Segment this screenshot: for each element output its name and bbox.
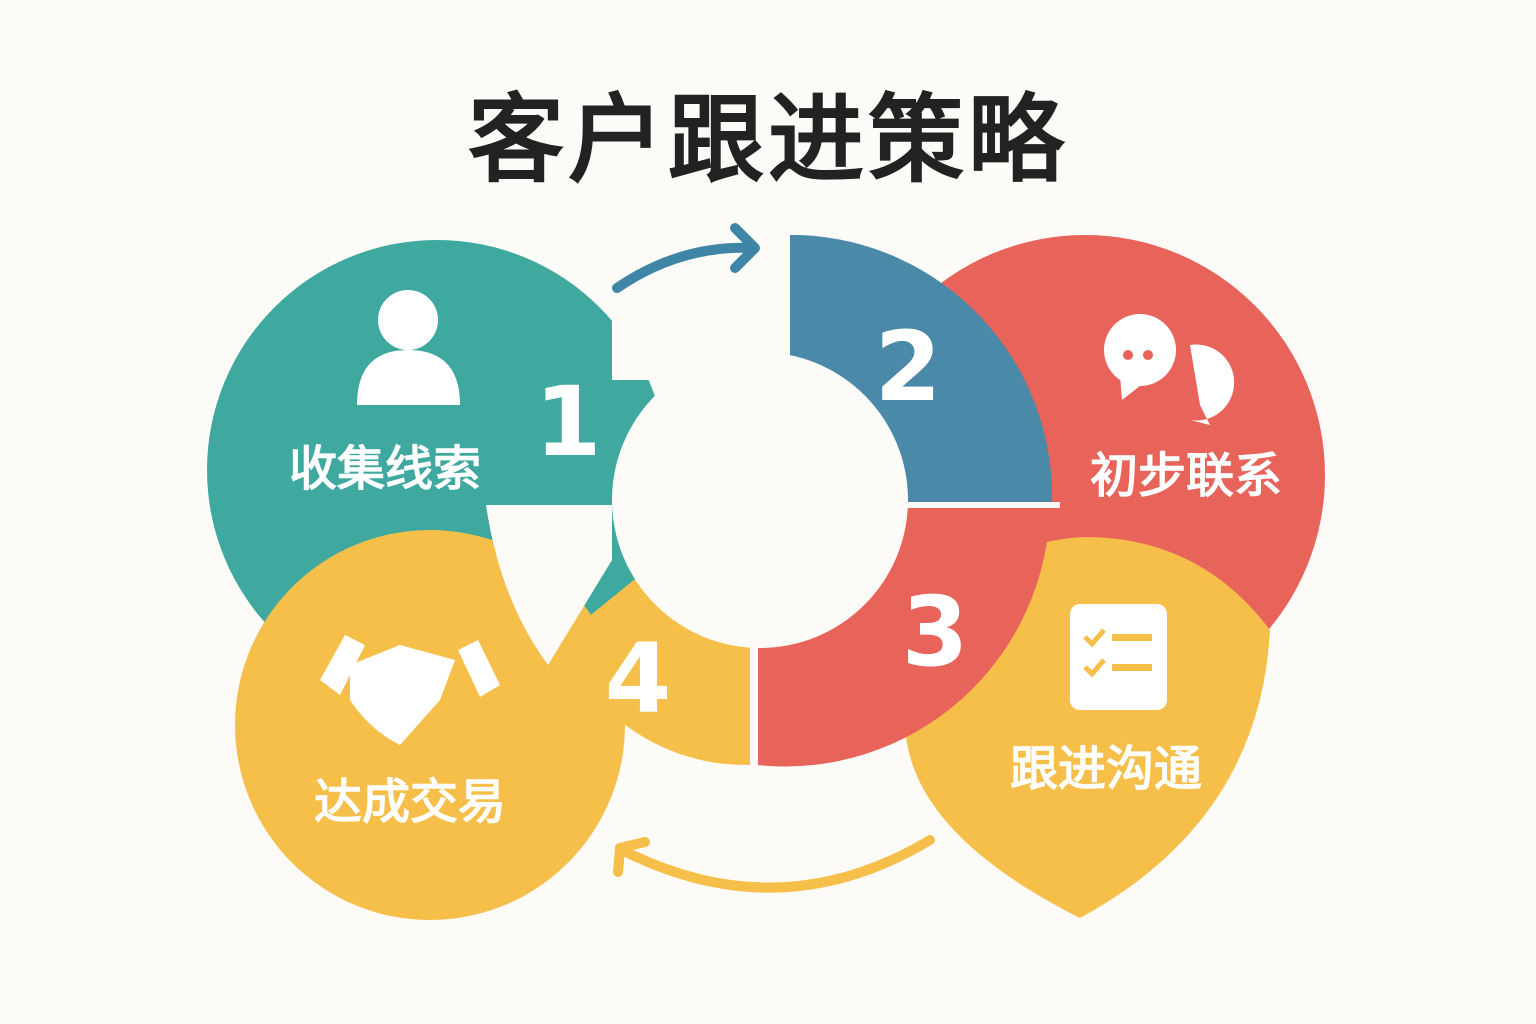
arrow-bottom-icon bbox=[613, 835, 935, 893]
step1-label: 收集线索 bbox=[289, 441, 481, 497]
arrow-top-icon bbox=[612, 223, 760, 293]
step3-label: 跟进沟通 bbox=[1010, 741, 1202, 797]
step2-number: 2 bbox=[875, 311, 942, 423]
step4-label: 达成交易 bbox=[314, 774, 506, 830]
handshake-icon bbox=[320, 635, 500, 745]
step4-number: 4 bbox=[605, 623, 672, 735]
step1-number: 1 bbox=[535, 366, 602, 478]
person-icon bbox=[357, 290, 460, 405]
step2-label: 初步联系 bbox=[1090, 448, 1282, 504]
chat-bubbles-icon bbox=[1104, 314, 1235, 425]
checklist-icon bbox=[1070, 604, 1167, 710]
step3-number: 3 bbox=[902, 576, 969, 688]
page-title: 客户跟进策略 bbox=[468, 84, 1068, 196]
